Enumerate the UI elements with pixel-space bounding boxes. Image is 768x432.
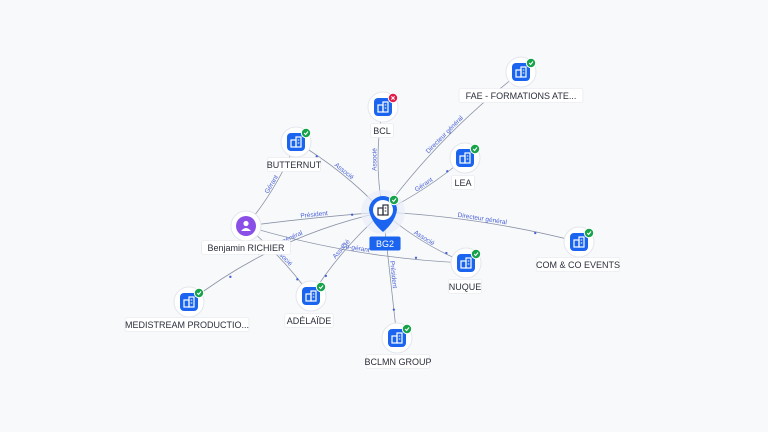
node-label-box xyxy=(451,175,475,190)
active-badge-icon xyxy=(315,281,327,293)
edge-arrow-richier-center xyxy=(350,213,354,216)
node-label: Benjamin RICHIER xyxy=(207,243,285,253)
building-icon xyxy=(573,236,585,248)
building-icon xyxy=(290,136,302,148)
edge-arrow-center-butternut xyxy=(315,155,318,158)
edge-arrow-center-adelaide xyxy=(324,274,328,278)
edge-label-richier-center: Président xyxy=(300,210,328,220)
edge-arrow-richier-nuque xyxy=(414,256,418,259)
node-medistream[interactable]: MEDISTREAM PRODUCTIO... xyxy=(124,286,250,332)
node-label: MEDISTREAM PRODUCTIO... xyxy=(125,320,249,330)
edge-richier-nuque xyxy=(245,225,467,264)
building-icon xyxy=(377,101,389,113)
node-label: FAE - FORMATIONS ATE... xyxy=(466,91,577,101)
node-label-box xyxy=(458,88,584,103)
node-label: NUQUE xyxy=(449,282,482,292)
edge-arrow-center-lea xyxy=(446,170,449,173)
edge-arrow-center-nuque xyxy=(445,251,448,255)
building-icon xyxy=(460,257,472,269)
building-icon xyxy=(305,290,317,302)
node-label: COM & CO EVENTS xyxy=(536,260,620,270)
node-label: ADÉLAÏDE xyxy=(287,316,332,326)
building-icon xyxy=(391,332,403,344)
node-bcl[interactable]: BCL xyxy=(367,91,399,138)
edge-arrow-center-medistream xyxy=(229,275,232,279)
active-badge-icon xyxy=(300,127,312,139)
node-comco[interactable]: COM & CO EVENTS xyxy=(535,226,621,272)
edge-arrow-center-bclmn xyxy=(392,308,396,311)
node-label-box xyxy=(284,313,334,328)
node-label-box xyxy=(370,123,394,138)
person-icon xyxy=(241,220,251,231)
center-label-box xyxy=(369,236,401,251)
edge-arrow-richier-adelaide xyxy=(296,278,299,281)
node-label-box xyxy=(124,317,250,332)
edge-label-richier-butternut: Gérant xyxy=(264,174,280,195)
edge-label-center-bclmn: Président xyxy=(388,261,398,289)
nodes-layer: BCL FAE - FORMATIONS ATE... BUTTERNUT LEA Be… xyxy=(124,56,621,369)
node-center[interactable]: BG2 xyxy=(361,190,405,251)
node-label: BCLMN GROUP xyxy=(364,357,431,367)
active-badge-icon xyxy=(193,287,205,299)
active-badge-icon xyxy=(469,143,481,155)
center-label: BG2 xyxy=(376,239,394,249)
active-badge-icon xyxy=(470,248,482,260)
node-label-box xyxy=(201,240,291,255)
active-badge-icon xyxy=(388,194,400,206)
node-label: BUTTERNUT xyxy=(267,160,322,170)
building-icon xyxy=(183,296,195,308)
node-label-box xyxy=(365,354,431,369)
edge-label-center-nuque: Associé xyxy=(412,229,435,247)
node-adelaide[interactable]: ADÉLAÏDE xyxy=(284,280,334,328)
node-label-box xyxy=(535,257,621,272)
edge-label-richier-nuque: Co-gérant xyxy=(341,243,371,255)
node-label: BCL xyxy=(373,126,391,136)
node-lea[interactable]: LEA xyxy=(449,142,481,190)
edge-arrow-center-comco xyxy=(534,231,537,235)
node-nuque[interactable]: NUQUE xyxy=(448,247,482,294)
node-bclmn[interactable]: BCLMN GROUP xyxy=(364,322,432,369)
building-icon xyxy=(459,152,471,164)
edge-label-center-comco: Directeur général xyxy=(457,212,508,227)
active-badge-icon xyxy=(525,57,537,69)
edge-label-center-butternut: Associé xyxy=(333,162,355,182)
closed-badge-icon xyxy=(387,92,399,104)
active-badge-icon xyxy=(583,227,595,239)
edge-label-center-bcl: Associé xyxy=(372,148,379,171)
building-icon xyxy=(515,66,527,78)
node-butternut[interactable]: BUTTERNUT xyxy=(267,126,322,172)
node-label-box xyxy=(448,279,482,294)
building-icon xyxy=(377,204,389,216)
active-badge-icon xyxy=(401,323,413,335)
node-richier[interactable]: Benjamin RICHIER xyxy=(201,210,291,255)
edge-label-center-lea: Gérant xyxy=(414,177,435,194)
node-label: LEA xyxy=(454,178,471,188)
edge-center-fae xyxy=(382,71,522,213)
node-label-box xyxy=(267,157,321,172)
edge-center-comco xyxy=(382,211,580,243)
node-fae[interactable]: FAE - FORMATIONS ATE... xyxy=(458,56,584,103)
